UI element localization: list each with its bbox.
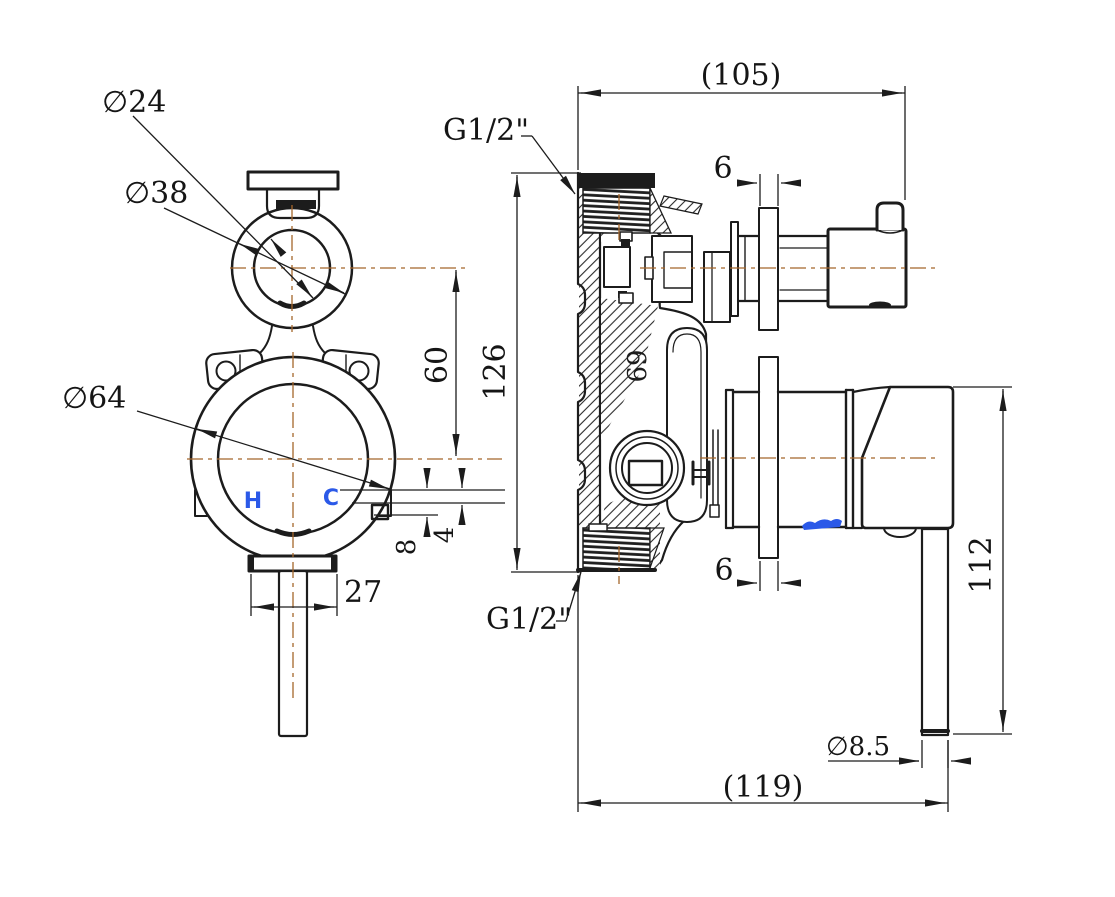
dim-8-text: 8: [392, 539, 422, 556]
side-view-dimensions: (105) G1/2" 126 6 6 G1/2" 112: [443, 58, 1012, 812]
dim-dia24-text: ∅24: [102, 85, 166, 120]
knob-set-screw: [869, 301, 891, 309]
neck-right-line: [312, 325, 326, 354]
dim-dia64-text: ∅64: [62, 381, 126, 416]
knob-stem-band: [276, 200, 316, 209]
diverter-cartridge: [603, 231, 693, 304]
waterway-capsule-inner: [672, 333, 702, 499]
lever-base-cap-left: [249, 556, 254, 571]
dim-dia38-arrow-2: [324, 281, 345, 294]
dim-dia24-leader: [132, 115, 314, 299]
hot-label: H: [244, 489, 262, 514]
dim-4-text: 4: [430, 527, 460, 544]
dim-126-text: 126: [478, 343, 513, 400]
thread-bottom-text: G1/2": [486, 602, 572, 637]
cartridge-spindle: [608, 429, 686, 507]
dim-dia64-leader: [136, 410, 391, 490]
front-view-dimensions: ∅24 ∅38 ∅64 60 4 8 27: [62, 85, 505, 616]
handle-body: [860, 385, 955, 530]
body-hatch-sliver: [659, 195, 703, 215]
handle-foot-arc: [883, 527, 917, 538]
dim-dia85-text: ∅8.5: [826, 732, 890, 762]
thread-bottom-leader-b: [565, 571, 582, 622]
knob-shaft: [736, 234, 830, 303]
dim-dia38-text: ∅38: [124, 176, 188, 211]
dim-dia64-arrow-2: [368, 479, 390, 490]
lever-rod-side: [920, 527, 950, 737]
diverter-trim-plate-section: [758, 207, 779, 331]
neck-left-line: [259, 325, 273, 354]
dim-6bot-text: 6: [714, 553, 733, 588]
wall-left-edge: [576, 171, 587, 574]
bottom-boss-threads: [582, 527, 651, 571]
dim-105-text: (105): [701, 58, 782, 93]
dim-dia24-arrow-2: [296, 279, 313, 298]
brand-logo-mark: [802, 519, 842, 530]
wall-hatch: [579, 188, 600, 528]
dim-dia24-arrow-1: [270, 238, 287, 257]
dim-112-text: 112: [964, 536, 999, 593]
diverter-button: [875, 201, 905, 232]
dim-27-text: 27: [344, 575, 382, 610]
body-hatch-upper: [601, 298, 658, 440]
cartridge-foot: [709, 504, 720, 518]
dim-119-text: (119): [723, 770, 804, 805]
casting-mark-text: 69: [623, 349, 653, 382]
side-view: 69: [576, 171, 955, 737]
thread-top-text: G1/2": [443, 113, 529, 148]
dim-60-text: 60: [420, 346, 455, 384]
top-boss-wedge: [649, 187, 673, 234]
dim-dia38-arrow-1: [239, 243, 260, 256]
front-view: H C: [187, 170, 502, 738]
thread-top-leader-b: [531, 135, 576, 195]
dim-dia64-arrow-1: [196, 428, 218, 439]
port-tab: [370, 503, 390, 521]
knob-stem: [265, 187, 321, 220]
knob-contact-ring: [730, 221, 739, 317]
dim-6top-text: 6: [713, 151, 732, 186]
knob-cap: [246, 170, 340, 191]
diverter-button-seat: [876, 229, 904, 234]
main-hub: [724, 385, 892, 530]
bottom-boss-notch: [588, 523, 608, 532]
bottom-boss-wedge: [649, 527, 665, 569]
top-boss-cap: [578, 173, 655, 188]
h-bracket-detail: [691, 460, 711, 486]
lever-base-cap-right: [331, 556, 336, 571]
top-boss-threads: [582, 187, 651, 234]
cartridge-tower: [703, 251, 731, 323]
cold-label: C: [323, 486, 339, 511]
